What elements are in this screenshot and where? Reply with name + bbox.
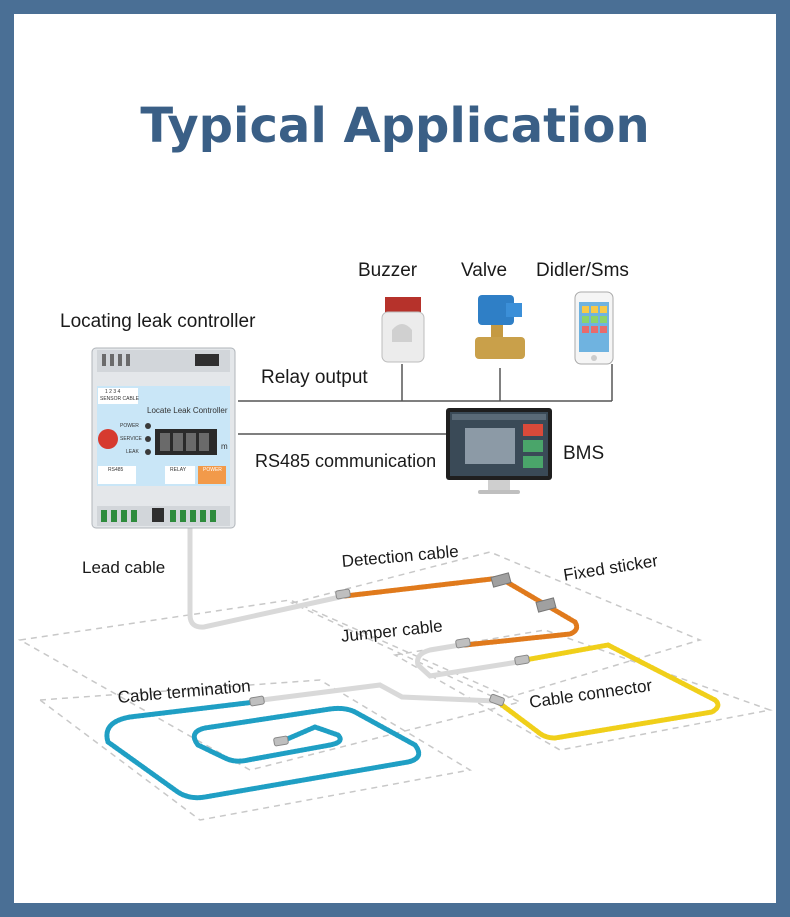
fixed-stickers: [490, 572, 557, 613]
lead-cable-label: Lead cable: [82, 558, 166, 577]
floor-outlines: [17, 551, 773, 821]
buzzer-illustration: [381, 297, 425, 363]
cable-connectors: [249, 588, 530, 747]
lead-cable: [187, 522, 343, 630]
detection-cable: [342, 575, 580, 648]
jumper-cable: [415, 642, 521, 679]
device-led-service: SERVICE: [120, 436, 142, 442]
device-sensor-cable-label: SENSOR CABLE: [100, 396, 139, 402]
phone-illustration: [574, 291, 614, 365]
leak-controller-device: [91, 347, 236, 529]
page-title: Typical Application: [140, 98, 650, 154]
buzzer-label: Buzzer: [358, 260, 418, 281]
yellow-detection-cable: [495, 642, 721, 741]
device-rs485-label: RS485: [108, 467, 124, 473]
device-power-label: POWER: [203, 467, 222, 473]
didler-sms-label: Didler/Sms: [536, 260, 629, 281]
termination-cable: [104, 699, 422, 801]
device-terminal-numbers: 1 2 3 4: [105, 389, 121, 395]
relay-output-label: Relay output: [261, 367, 368, 388]
valve-illustration: [475, 295, 525, 359]
bms-monitor-illustration: [446, 408, 552, 494]
link-cable: [259, 682, 498, 704]
controller-label: Locating leak controller: [60, 311, 256, 332]
device-unit: m: [221, 442, 228, 451]
bms-label: BMS: [563, 443, 605, 464]
output-wiring: [238, 364, 613, 435]
rs485-label: RS485 communication: [255, 451, 437, 471]
valve-label: Valve: [461, 260, 508, 281]
device-led-power: POWER: [120, 423, 139, 429]
device-led-leak: LEAK: [126, 449, 139, 455]
device-relay-label: RELAY: [170, 467, 187, 473]
device-panel-title: Locate Leak Controller: [147, 406, 228, 415]
